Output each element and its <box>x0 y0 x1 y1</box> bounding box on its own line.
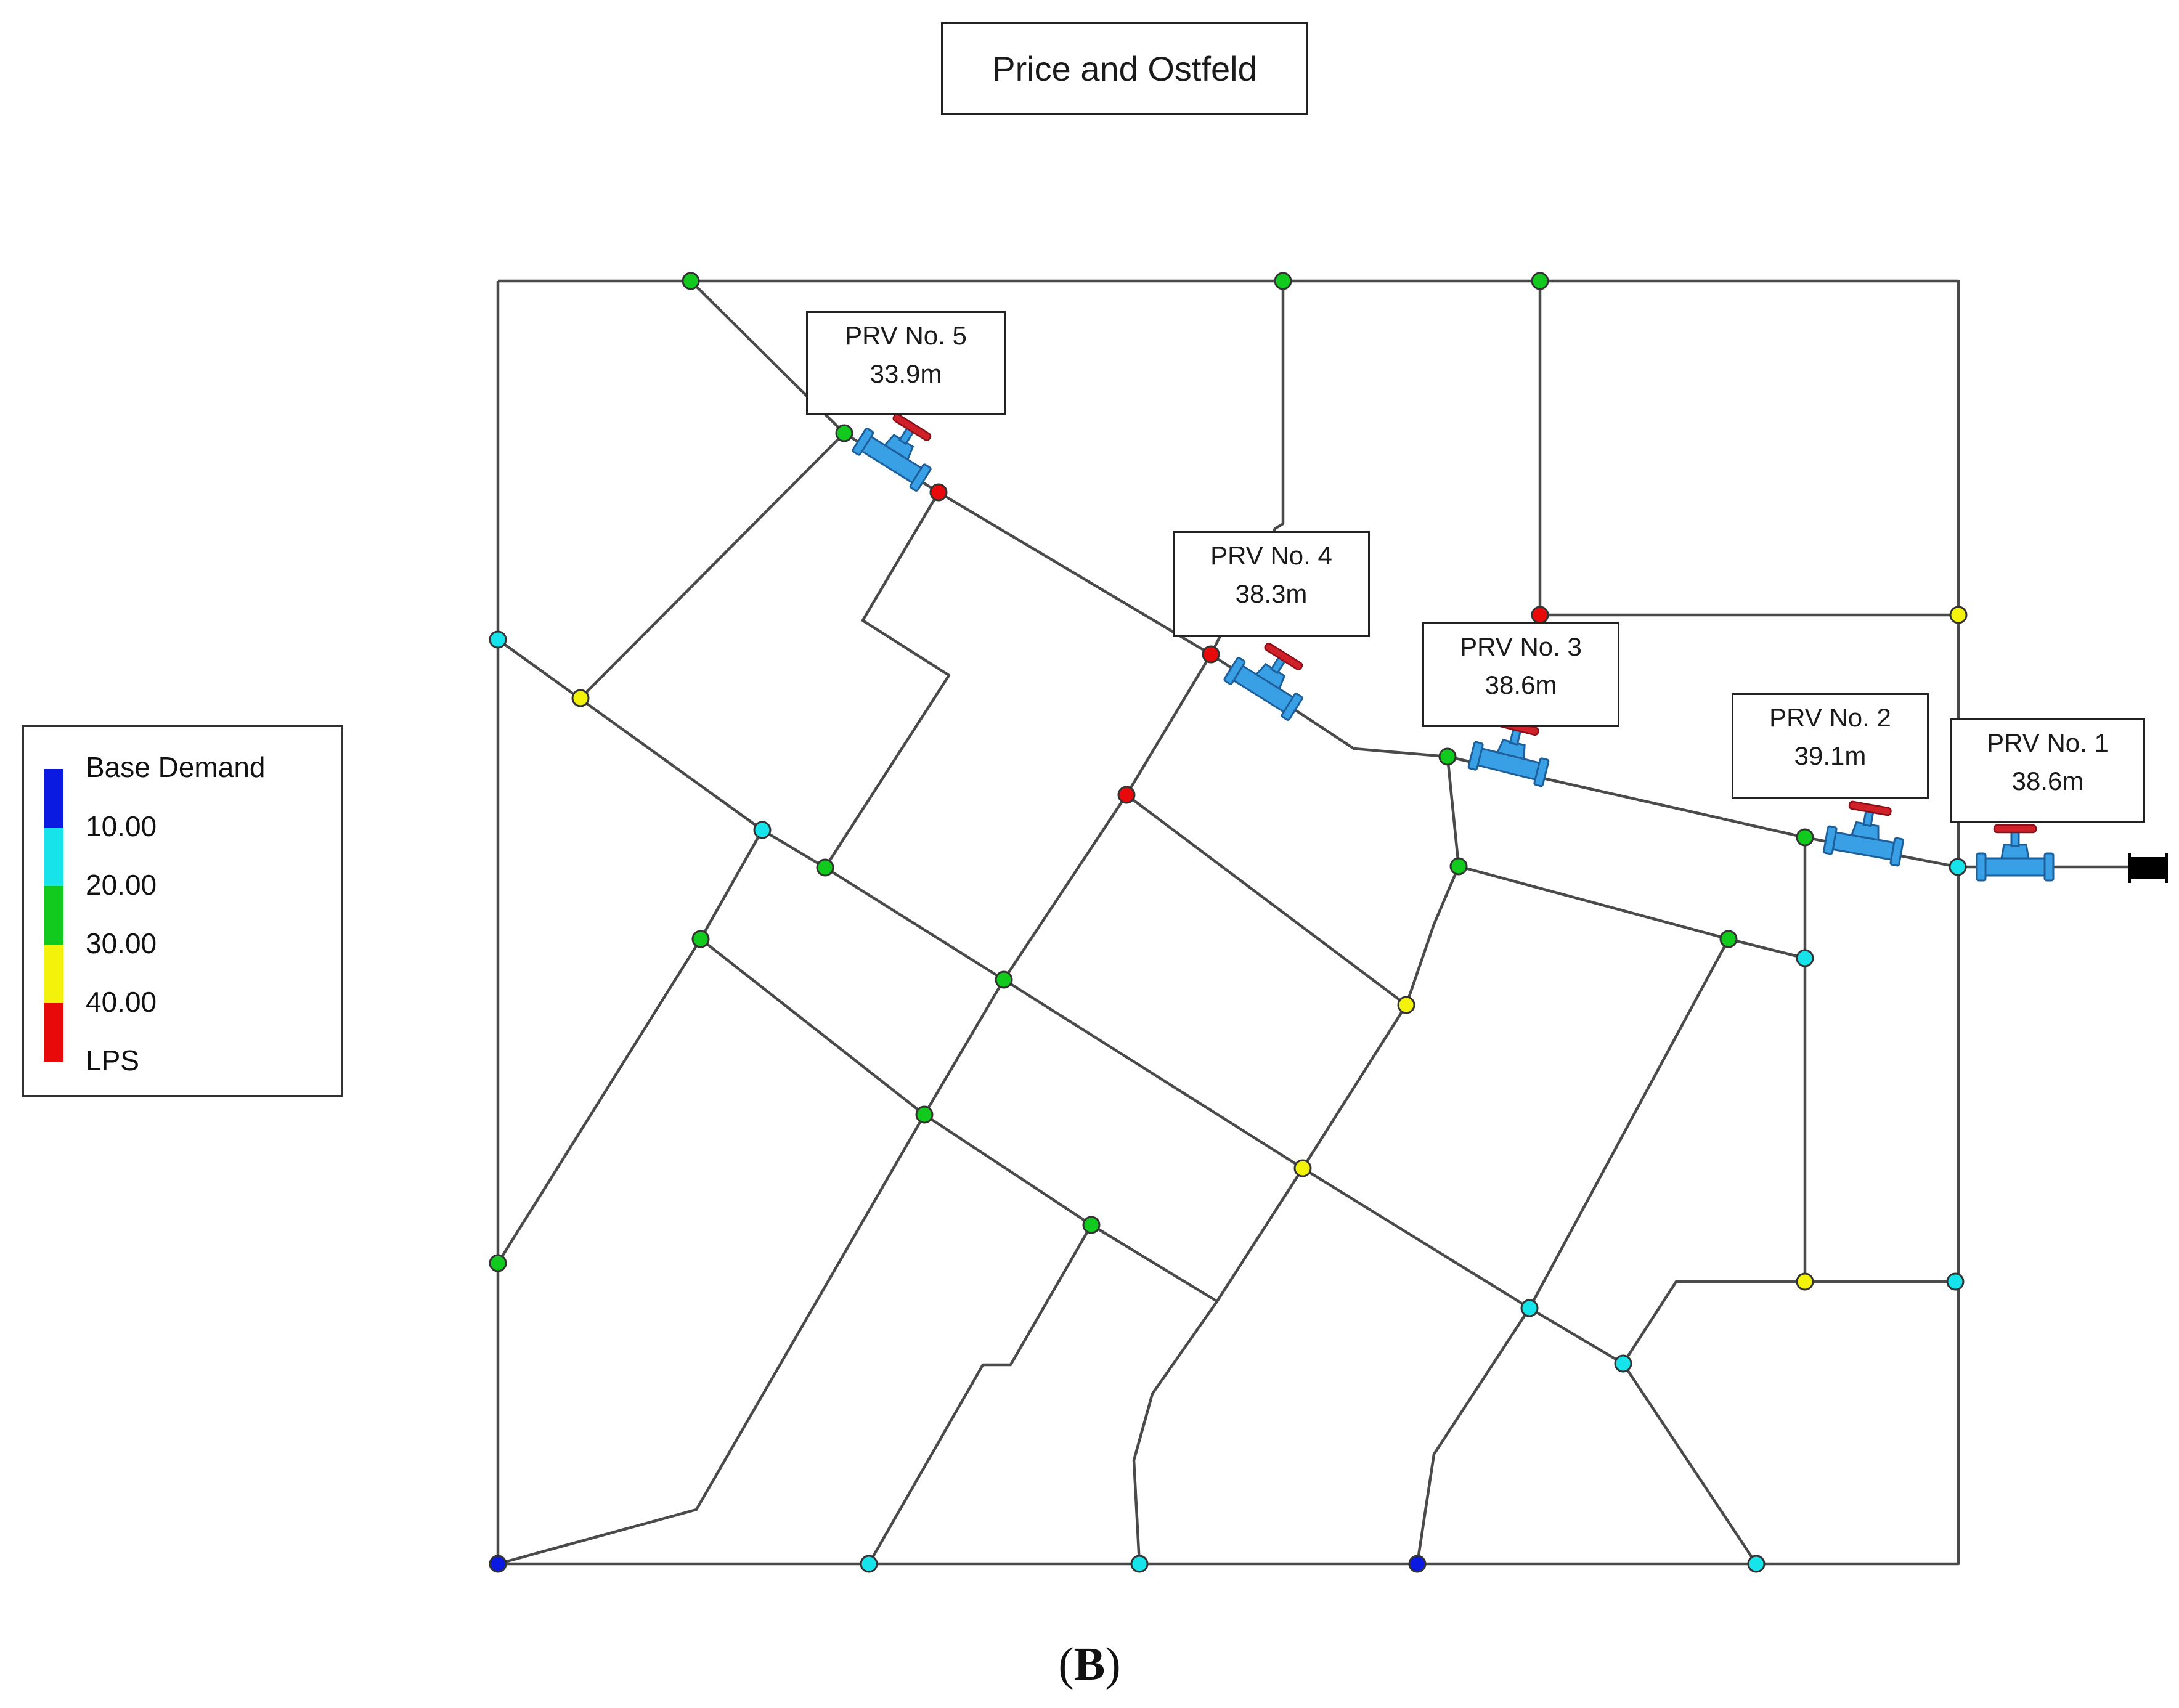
junction-node <box>489 630 507 649</box>
junction-node <box>929 483 948 502</box>
prv-name: PRV No. 2 <box>1769 703 1891 732</box>
pipe <box>1538 281 1958 617</box>
junction-node <box>995 970 1013 989</box>
junction-node <box>1438 747 1457 766</box>
junction-node <box>1949 606 1968 624</box>
junction-node <box>691 930 710 948</box>
pipe <box>1132 756 1460 1564</box>
diagram-title: Price and Ostfeld <box>941 22 1308 115</box>
caption-open: ( <box>1058 1638 1074 1690</box>
legend-tick: 20.00 <box>86 869 157 901</box>
legend: Base Demand 10.00 20.00 30.00 40.00 LPS <box>22 725 343 1097</box>
pipe <box>1415 938 1730 1564</box>
junction-node <box>1747 1555 1766 1573</box>
junction-node <box>1796 949 1814 967</box>
pipes <box>496 279 2130 1566</box>
legend-swatch-3 <box>44 886 63 945</box>
prv-valve-icon <box>1976 824 2055 882</box>
pipe <box>824 491 951 869</box>
pipe <box>699 938 1218 1303</box>
junction-node <box>1408 1555 1427 1573</box>
junction-node <box>1293 1159 1312 1177</box>
prv-valve-icon <box>1823 800 1904 867</box>
pipe <box>1458 864 1806 960</box>
pipe <box>1622 1280 1955 1365</box>
junction-node <box>1949 858 1967 876</box>
prv-pressure: 38.6m <box>1485 670 1557 699</box>
junction-node <box>682 272 700 290</box>
pipe <box>496 279 1960 1566</box>
prv-pressure: 33.9m <box>870 359 942 388</box>
prv-label-1: PRV No. 1 38.6m <box>1950 718 2145 823</box>
prv-pressure: 38.3m <box>1235 579 1308 608</box>
junction-node <box>835 424 853 442</box>
valve-icons <box>852 413 2055 882</box>
junction-node <box>1531 272 1549 290</box>
prv-name: PRV No. 1 <box>1987 728 2109 757</box>
legend-tick: 40.00 <box>86 986 157 1018</box>
legend-swatch-1 <box>44 769 63 828</box>
legend-unit: LPS <box>86 1044 139 1076</box>
junction-node <box>1130 1555 1149 1573</box>
pipe <box>497 938 702 1264</box>
junction-node <box>1082 1216 1101 1234</box>
caption-letter: B <box>1073 1638 1106 1690</box>
pipe <box>1622 1362 1757 1565</box>
pipe <box>1125 794 1407 1006</box>
junction-node <box>1397 996 1415 1014</box>
prv-pressure: 39.1m <box>1794 741 1867 770</box>
junction-node <box>1719 930 1738 948</box>
prv-name: PRV No. 3 <box>1460 632 1582 661</box>
junction-node <box>1520 1299 1539 1317</box>
prv-name: PRV No. 4 <box>1210 541 1332 570</box>
junction-node <box>1614 1354 1632 1373</box>
junction-node <box>489 1254 507 1272</box>
junction-node <box>1946 1272 1965 1291</box>
pipe <box>497 638 1624 1365</box>
pipe <box>497 653 1212 1566</box>
junction-node <box>489 1555 507 1573</box>
junction-node <box>1796 828 1814 847</box>
junction-node <box>1449 857 1468 876</box>
junction-node <box>571 689 590 707</box>
junction-node <box>1274 272 1292 290</box>
prv-label-5: PRV No. 5 33.9m <box>806 311 1006 415</box>
junction-node <box>1117 786 1136 804</box>
reservoir-icon <box>2128 853 2168 883</box>
junction-node <box>753 821 772 839</box>
legend-tick: 30.00 <box>86 927 157 959</box>
junction-node <box>1531 606 1549 624</box>
legend-tick: 10.00 <box>86 810 157 842</box>
pipe <box>937 491 1212 656</box>
prv-label-4: PRV No. 4 38.3m <box>1173 531 1370 637</box>
prv-valve-icon <box>852 413 932 492</box>
prv-valve-icon <box>1223 642 1303 721</box>
prv-name: PRV No. 5 <box>845 321 967 350</box>
pipe <box>579 432 845 699</box>
figure-caption: (B) <box>0 1638 2179 1691</box>
caption-close: ) <box>1105 1638 1121 1690</box>
junction-node <box>1202 645 1220 664</box>
pipe <box>868 1224 1093 1565</box>
legend-swatch-2 <box>44 828 63 886</box>
prv-pressure: 38.6m <box>2011 767 2084 795</box>
legend-title: Base Demand <box>86 751 266 783</box>
junction-nodes <box>489 272 1968 1573</box>
legend-swatch-5 <box>44 1003 63 1062</box>
junction-node <box>915 1105 934 1124</box>
legend-swatch-4 <box>44 945 63 1003</box>
prv-label-2: PRV No. 2 39.1m <box>1732 693 1929 799</box>
pipe <box>699 829 764 940</box>
junction-node <box>860 1555 878 1573</box>
junction-node <box>1796 1272 1814 1291</box>
junction-node <box>816 858 834 877</box>
prv-label-3: PRV No. 3 38.6m <box>1422 622 1619 727</box>
